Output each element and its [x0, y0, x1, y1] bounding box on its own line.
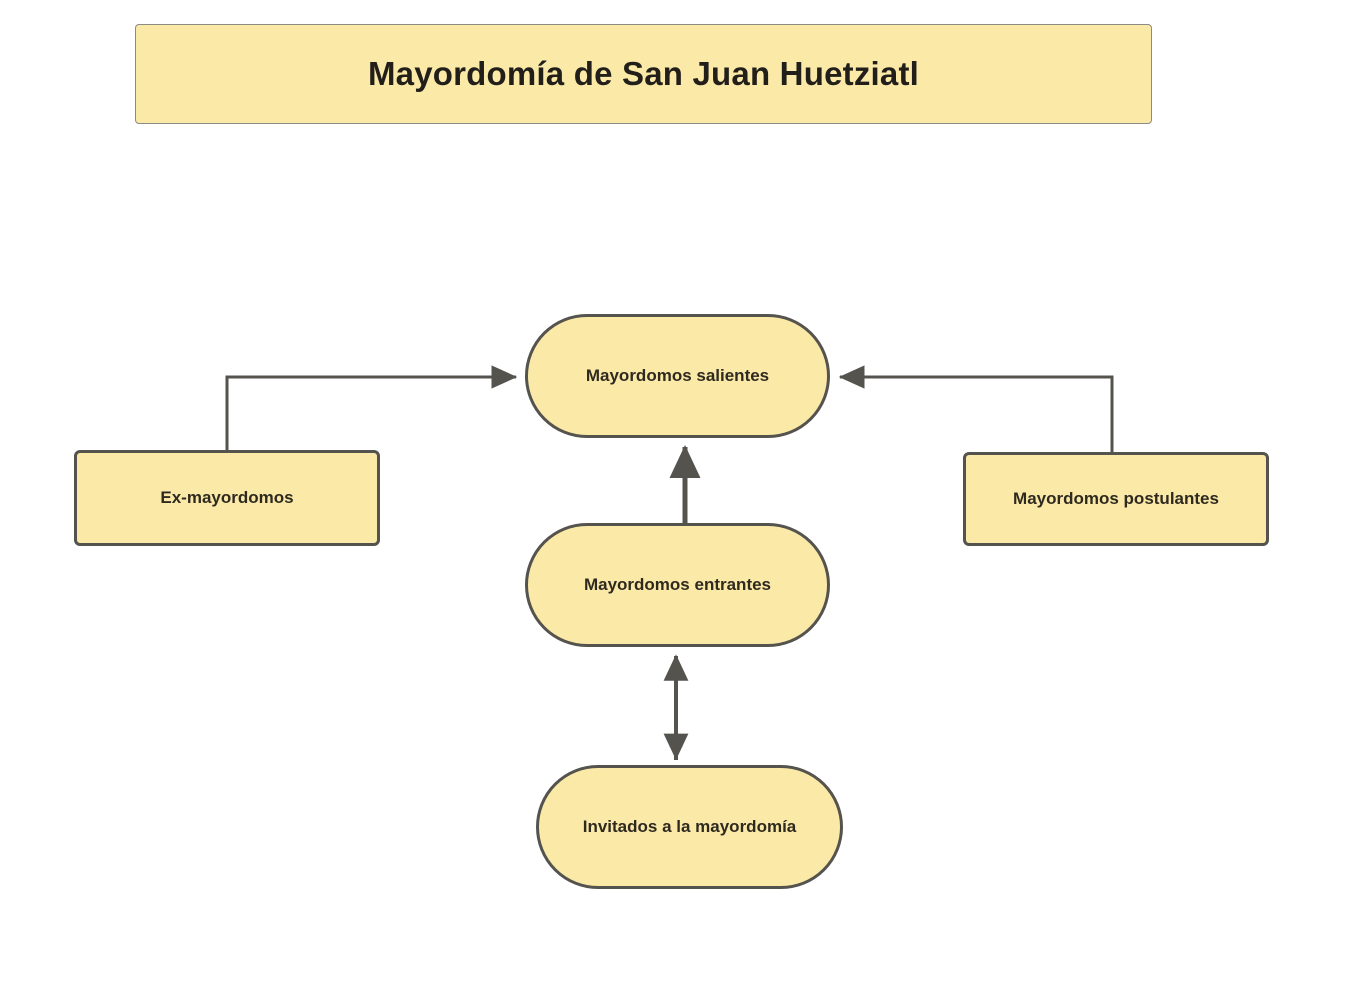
node-invitados-a-la-mayordomia[interactable]: Invitados a la mayordomía — [536, 765, 843, 889]
edge-ex-to-salientes — [225, 365, 518, 450]
node-mayordomos-salientes[interactable]: Mayordomos salientes — [525, 314, 830, 438]
node-label: Mayordomos salientes — [585, 365, 770, 385]
node-label: Ex-mayordomos — [160, 487, 294, 507]
node-mayordomos-entrantes[interactable]: Mayordomos entrantes — [525, 523, 830, 647]
edge-postulantes-to-salientes — [838, 365, 1114, 452]
node-label: Mayordomos postulantes — [1013, 488, 1219, 508]
node-label: Mayordomos entrantes — [583, 574, 772, 594]
node-mayordomos-postulantes[interactable]: Mayordomos postulantes — [963, 452, 1269, 546]
node-label: Invitados a la mayordomía — [582, 816, 797, 836]
page-title: Mayordomía de San Juan Huetziatl — [367, 55, 919, 92]
node-ex-mayordomos[interactable]: Ex-mayordomos — [74, 450, 380, 546]
diagram-title-box: Mayordomía de San Juan Huetziatl — [135, 24, 1152, 124]
